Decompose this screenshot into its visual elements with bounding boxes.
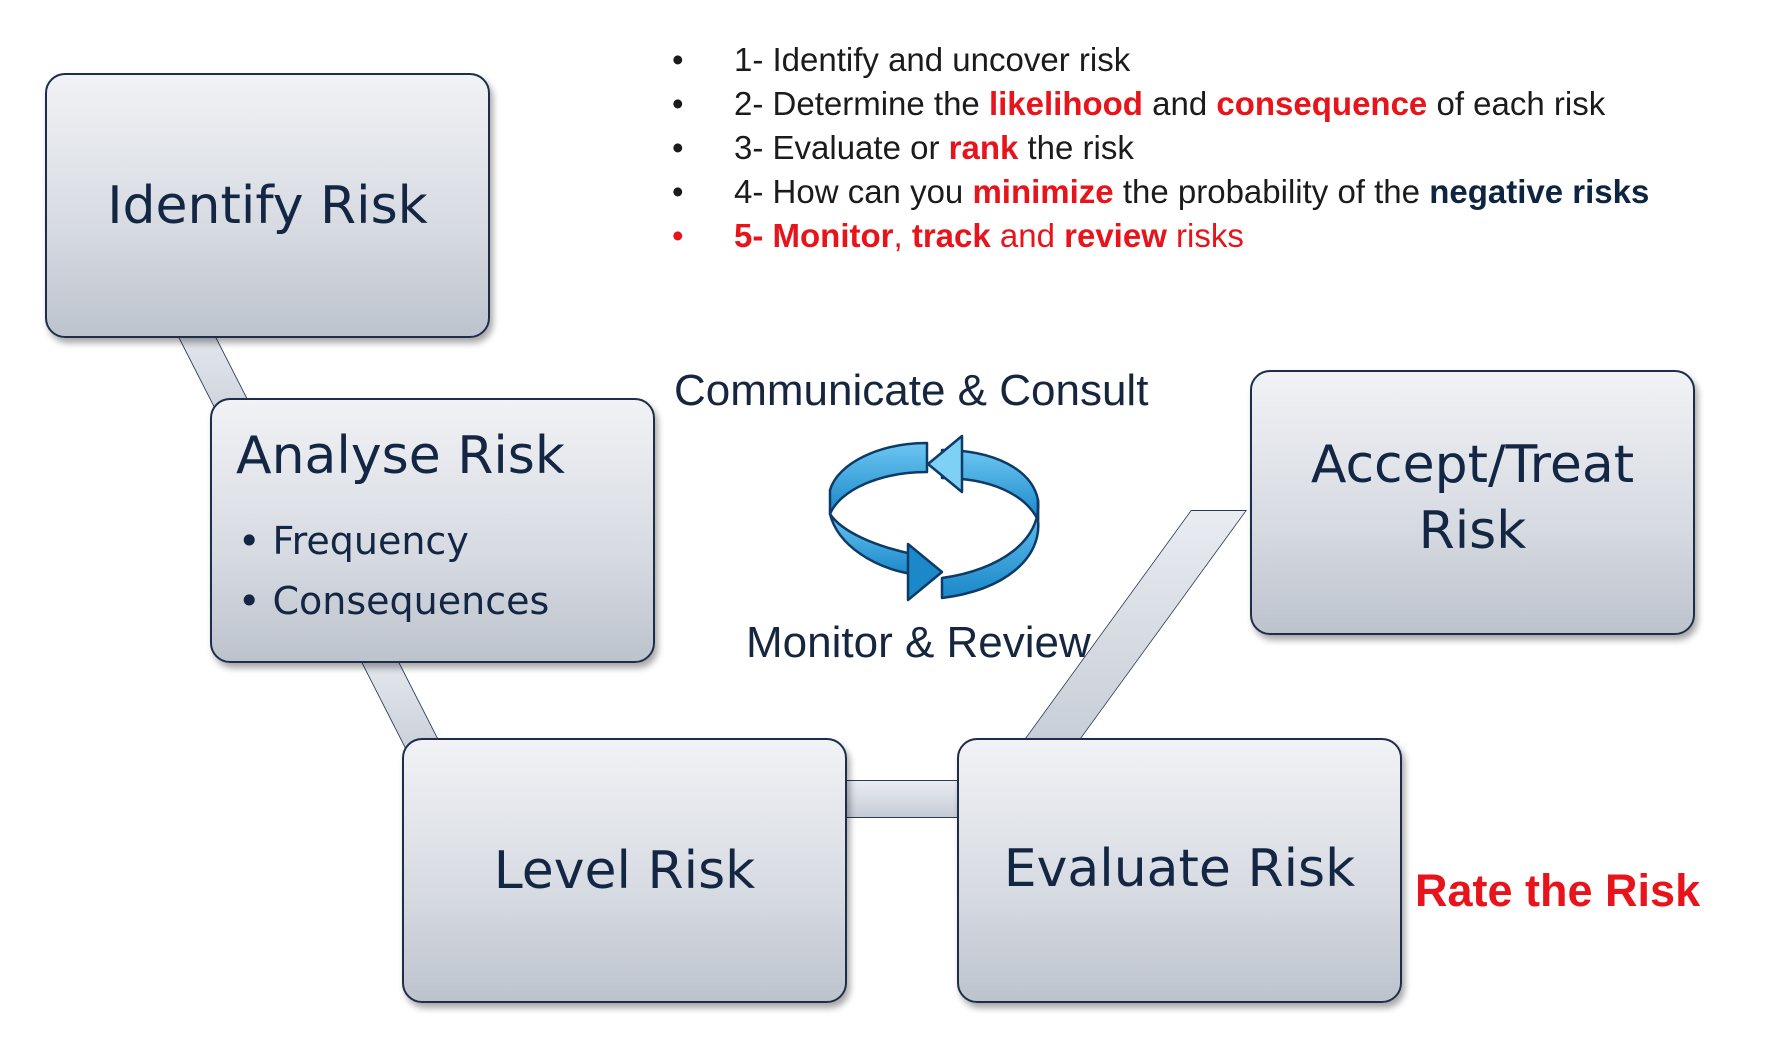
- communicate-consult-label: Communicate & Consult: [674, 366, 1149, 415]
- bullet-dot: •: [672, 129, 684, 166]
- circular-arrows-icon: [828, 434, 1040, 602]
- step-text-part: track: [911, 217, 991, 254]
- step-text-part: risks: [1166, 217, 1244, 254]
- monitor-review-label: Monitor & Review: [746, 618, 1091, 667]
- step-text-part: and: [990, 217, 1065, 254]
- step-text-part: minimize: [972, 173, 1114, 210]
- bullet-dot: •: [672, 217, 684, 254]
- step-text-part: the risk: [1018, 129, 1134, 166]
- level-risk-box: Level Risk: [402, 738, 847, 1003]
- step-text-part: and: [1142, 85, 1217, 122]
- identify-risk-title: Identify Risk: [107, 176, 428, 236]
- accept-treat-risk-title-line2: Risk: [1418, 501, 1527, 561]
- consequences-label: Consequences: [272, 579, 550, 623]
- level-risk-title: Level Risk: [493, 841, 756, 901]
- bullet-dot: •: [238, 579, 273, 623]
- analyse-bullet-frequency: • Frequency: [238, 518, 469, 564]
- step-text-part: 3- Evaluate or: [734, 129, 949, 166]
- accept-treat-risk-title-line1: Accept/Treat: [1310, 435, 1635, 495]
- process-steps-list: • 1- Identify and uncover risk • 2- Determi…: [672, 38, 1649, 258]
- step-item: • 1- Identify and uncover risk: [672, 38, 1649, 82]
- step-item: • 2- Determine the likelihood and consequ…: [672, 82, 1649, 126]
- step-text-part: 2- Determine the: [734, 85, 989, 122]
- bullet-dot: •: [672, 41, 684, 78]
- bullet-dot: •: [672, 85, 684, 122]
- bullet-dot: •: [238, 519, 273, 563]
- step-text-part: rank: [948, 129, 1019, 166]
- bullet-dot: •: [672, 173, 684, 210]
- identify-risk-box: Identify Risk: [45, 73, 490, 338]
- step-text-part: consequence: [1216, 85, 1428, 122]
- step-text-part: ,: [893, 217, 912, 254]
- analyse-bullet-consequences: • Consequences: [238, 578, 549, 624]
- step-text-part: review: [1064, 217, 1167, 254]
- step-text-part: of each risk: [1427, 85, 1606, 122]
- step-item: • 4- How can you minimize the probability…: [672, 170, 1649, 214]
- accept-treat-risk-box: Accept/Treat Risk: [1250, 370, 1695, 635]
- analyse-risk-title: Analyse Risk: [236, 426, 566, 486]
- step-item: • 3- Evaluate or rank the risk: [672, 126, 1649, 170]
- frequency-label: Frequency: [272, 519, 469, 563]
- step-item: • 5- Monitor, track and review risks: [672, 214, 1649, 258]
- step-text-part: 5- Monitor: [734, 217, 894, 254]
- step-text-part: 1- Identify and uncover risk: [734, 41, 1131, 78]
- step-text-part: 4- How can you: [734, 173, 973, 210]
- step-text-part: the probability of the: [1113, 173, 1430, 210]
- evaluate-risk-box: Evaluate Risk: [957, 738, 1402, 1003]
- evaluate-risk-title: Evaluate Risk: [1003, 839, 1356, 899]
- step-text-part: negative risks: [1429, 173, 1650, 210]
- analyse-risk-box: Analyse Risk • Frequency • Consequences: [210, 398, 655, 663]
- rate-the-risk-label: Rate the Risk: [1415, 865, 1701, 916]
- step-text-part: likelihood: [988, 85, 1143, 122]
- connector-level-evaluate: [830, 780, 970, 818]
